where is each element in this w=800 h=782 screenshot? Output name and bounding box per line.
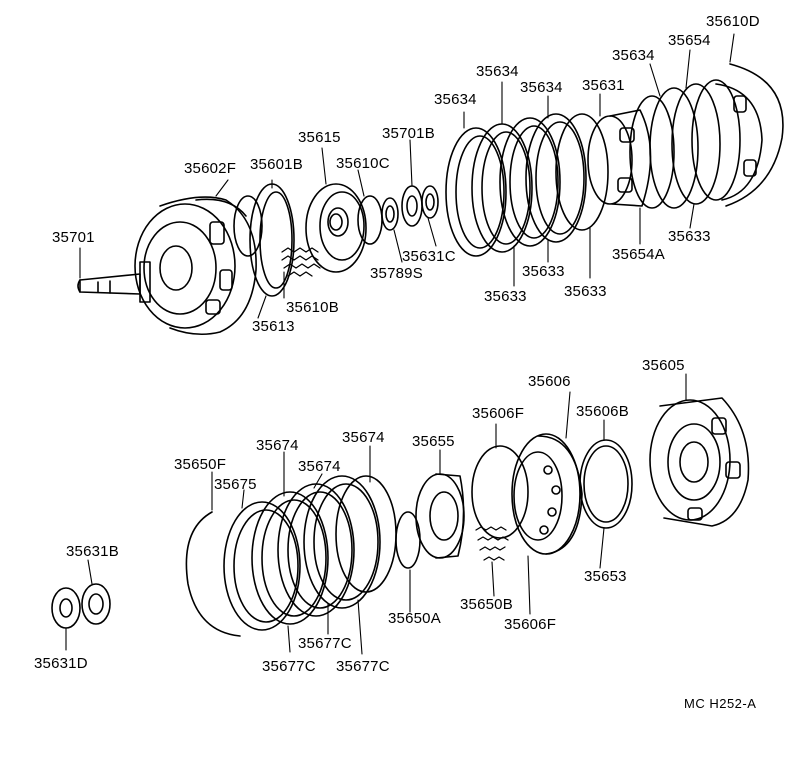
label-35674: 35674 — [256, 437, 299, 454]
snap-ring-35650F — [185, 511, 241, 637]
label-35634: 35634 — [434, 91, 477, 108]
clutch-pack-lower — [223, 475, 397, 631]
label-35631D: 35631D — [34, 655, 88, 672]
label-35613: 35613 — [252, 318, 295, 335]
label-35633: 35633 — [484, 288, 527, 305]
label-35654: 35654 — [668, 32, 711, 49]
bearings-35789S-35631C — [381, 185, 439, 231]
piston-35606 — [511, 433, 583, 555]
springs-35650B — [475, 526, 509, 561]
lower-leader-lines — [65, 373, 687, 655]
upper-leader-lines — [79, 33, 735, 319]
clutch-pack-upper — [445, 113, 609, 257]
label-35633: 35633 — [522, 263, 565, 280]
hub-35631 — [587, 109, 652, 207]
label-35606F: 35606F — [504, 616, 557, 633]
label-35606: 35606 — [528, 373, 571, 390]
label-35674: 35674 — [342, 429, 385, 446]
snap-ring-35610D — [725, 63, 784, 207]
label-35634: 35634 — [476, 63, 519, 80]
label-35606B: 35606B — [576, 403, 629, 420]
housing-35605 — [649, 397, 750, 527]
label-35677C: 35677C — [298, 635, 352, 652]
label-35605: 35605 — [642, 357, 685, 374]
clutch-drum-35701 — [134, 196, 257, 336]
label-35634: 35634 — [520, 79, 563, 96]
label-35631: 35631 — [582, 77, 625, 94]
label-35701: 35701 — [52, 229, 95, 246]
label-35650F: 35650F — [174, 456, 227, 473]
label-35633: 35633 — [668, 228, 711, 245]
label-35610D: 35610D — [706, 13, 760, 30]
label-35610B: 35610B — [286, 299, 339, 316]
label-35653: 35653 — [584, 568, 627, 585]
rings-35602F-35601B — [233, 183, 295, 297]
label-35633: 35633 — [564, 283, 607, 300]
piston-35615 — [305, 183, 367, 273]
snap-ring-35650A — [395, 511, 421, 569]
seal-35606F — [471, 445, 529, 539]
plate-35606B — [579, 439, 633, 529]
label-35631C: 35631C — [402, 248, 456, 265]
label-35650A: 35650A — [388, 610, 441, 627]
springs-35610B — [281, 247, 321, 277]
washers-35631B-35631D — [51, 583, 111, 629]
snap-ring-35610C — [357, 195, 383, 245]
label-35675: 35675 — [214, 476, 257, 493]
clutch-pack-35654 — [629, 79, 763, 209]
label-35677C: 35677C — [262, 658, 316, 675]
label-35601B: 35601B — [250, 156, 303, 173]
label-35655: 35655 — [412, 433, 455, 450]
label-35650B: 35650B — [460, 596, 513, 613]
label-35602F: 35602F — [184, 160, 237, 177]
label-35674: 35674 — [298, 458, 341, 475]
label-35615: 35615 — [298, 129, 341, 146]
label-35789S: 35789S — [370, 265, 423, 282]
label-35654A: 35654A — [612, 246, 665, 263]
label-35610C: 35610C — [336, 155, 390, 172]
diagram-code: MC H252-A — [684, 696, 757, 711]
label-35631B: 35631B — [66, 543, 119, 560]
label-35701B: 35701B — [382, 125, 435, 142]
label-35677C: 35677C — [336, 658, 390, 675]
retainer-35655 — [415, 473, 465, 559]
label-35634: 35634 — [612, 47, 655, 64]
input-shaft-35701 — [77, 261, 151, 303]
label-35606F: 35606F — [472, 405, 525, 422]
